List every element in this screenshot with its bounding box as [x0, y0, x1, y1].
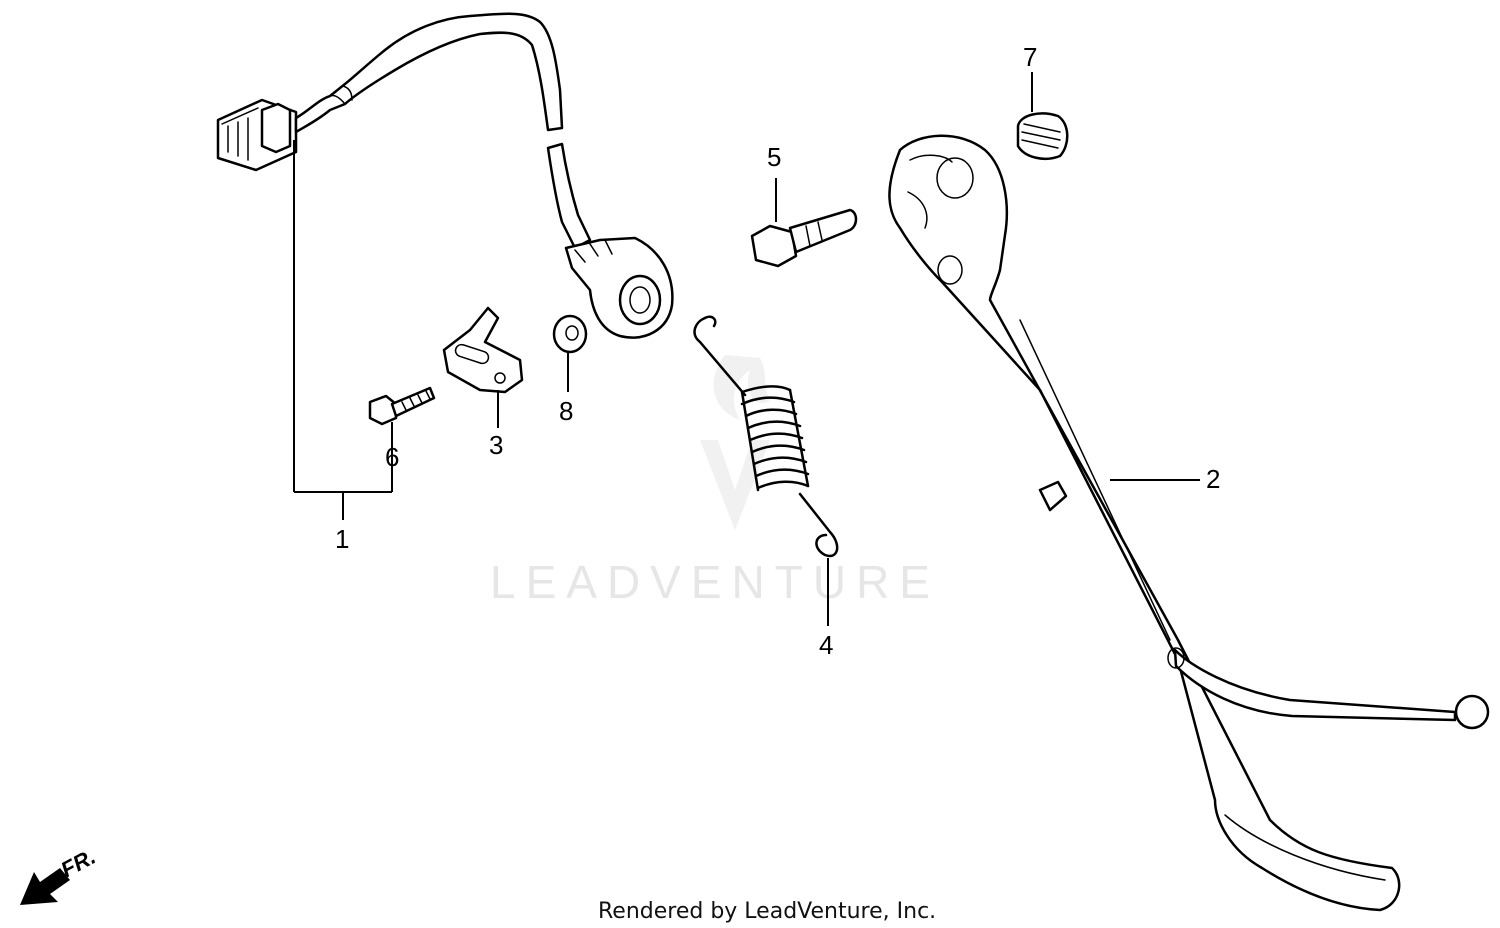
- switch-plate: [442, 306, 524, 394]
- bolt-6: [368, 386, 436, 426]
- callout-6: 6: [385, 442, 399, 472]
- side-stand-2: [888, 134, 1490, 912]
- watermark-text: LEADVENTURE: [490, 556, 940, 608]
- callout-5: 5: [767, 142, 781, 172]
- nut-7: [1016, 112, 1069, 160]
- direction-arrow-icon: [20, 868, 70, 905]
- callout-8: 8: [559, 396, 573, 426]
- side-stand-switch-assembly: [216, 12, 674, 339]
- callout-3: 3: [489, 430, 503, 460]
- callout-4: 4: [819, 630, 833, 660]
- callout-2: 2: [1206, 464, 1220, 494]
- washer-8: [552, 314, 588, 354]
- footer-credit: Rendered by LeadVenture, Inc.: [598, 899, 936, 924]
- callout-lines: [293, 72, 1200, 626]
- spring-4: [693, 315, 839, 558]
- leadventure-logo-icon: [700, 355, 770, 530]
- callout-1: 1: [335, 524, 349, 554]
- pivot-bolt-5: [750, 208, 858, 268]
- callout-7: 7: [1023, 42, 1037, 72]
